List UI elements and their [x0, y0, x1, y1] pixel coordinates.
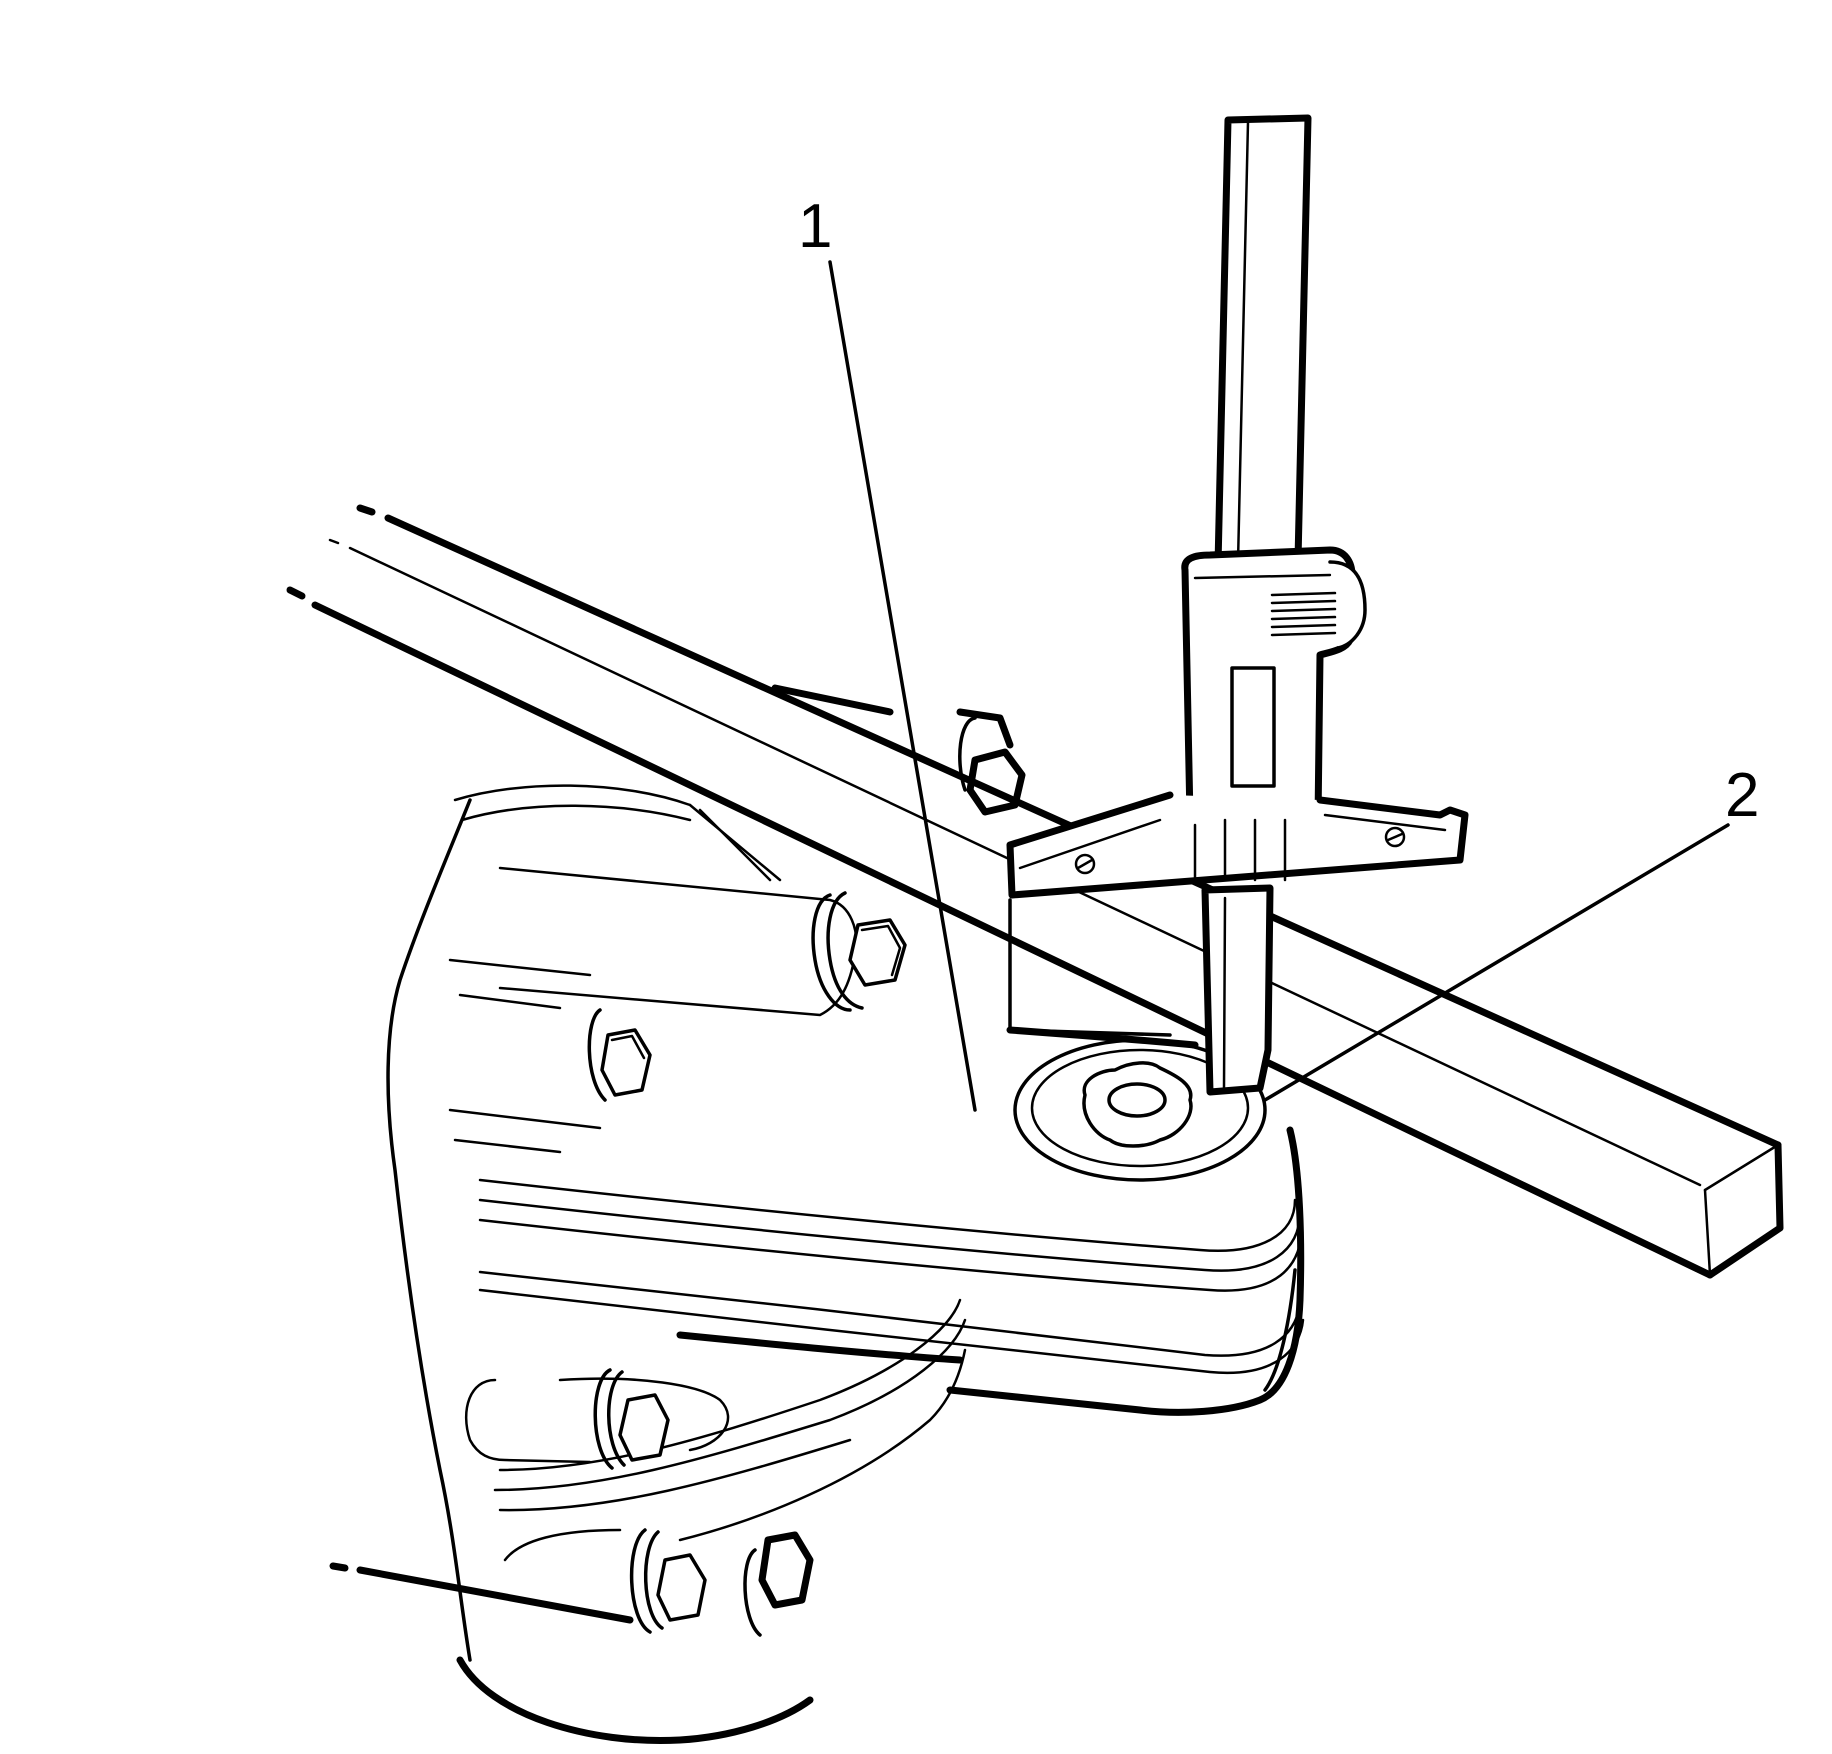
callout-label-2: 2 — [1725, 761, 1760, 830]
leader-line-2 — [1263, 823, 1730, 1102]
depth-gauge-icon — [1006, 114, 1469, 1096]
bolt-icon — [587, 684, 1026, 1637]
callout-label-1: 1 — [798, 192, 833, 261]
callout-leaders — [828, 260, 1730, 1112]
leader-line-1 — [828, 260, 977, 1112]
